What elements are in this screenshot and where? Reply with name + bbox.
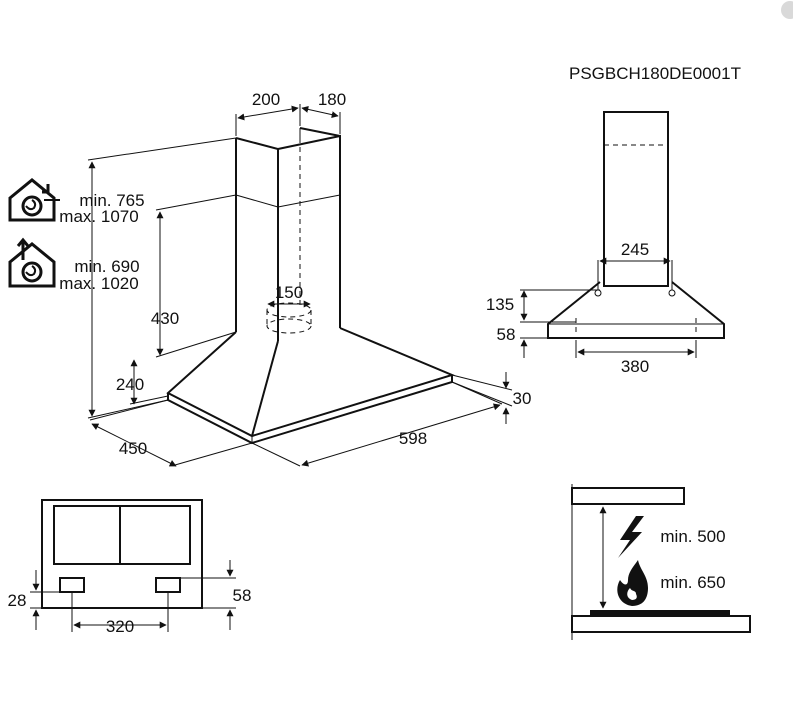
dim-offset-28: 28: [8, 591, 27, 610]
house-extraction-icon: [8, 178, 60, 222]
dim-duct-depth: 180: [318, 90, 346, 109]
lightning-icon: [618, 516, 644, 558]
hood-front-view: 245 135 58 380: [486, 111, 725, 376]
dim-offset-58: 58: [233, 586, 252, 605]
hood-bottom-view: 28 58 320: [8, 499, 252, 636]
dim-outlet-diameter: 150: [275, 283, 303, 302]
dim-height-135: 135: [486, 295, 514, 314]
clearance-view: [571, 484, 751, 640]
dim-spacing-320: 320: [106, 617, 134, 636]
dim-base-380: 380: [621, 357, 649, 376]
hood-isometric-view: 200 180 150 430 240 450 598 30: [87, 90, 532, 467]
house-recirculation-icon: [8, 237, 56, 288]
dim-rim-30: 30: [513, 389, 532, 408]
dim-width-598: 598: [399, 429, 427, 448]
clearance-gas: min. 650: [660, 573, 725, 592]
flame-icon: [617, 560, 648, 606]
dim-duct-width: 200: [252, 90, 280, 109]
dim-height-240: 240: [116, 375, 144, 394]
extraction-max: max. 1070: [59, 207, 138, 226]
corner-decoration: [781, 1, 793, 19]
model-code: PSGBCH180DE0001T: [569, 64, 741, 83]
dim-bracket-245: 245: [621, 240, 649, 259]
recirculation-max: max. 1020: [59, 274, 138, 293]
dim-height-58: 58: [497, 325, 516, 344]
extraction-min: min. 765: [79, 191, 144, 210]
dim-depth-450: 450: [119, 439, 147, 458]
recirculation-min: min. 690: [74, 257, 139, 276]
clearance-electric: min. 500: [660, 527, 725, 546]
dim-height-430: 430: [151, 309, 179, 328]
